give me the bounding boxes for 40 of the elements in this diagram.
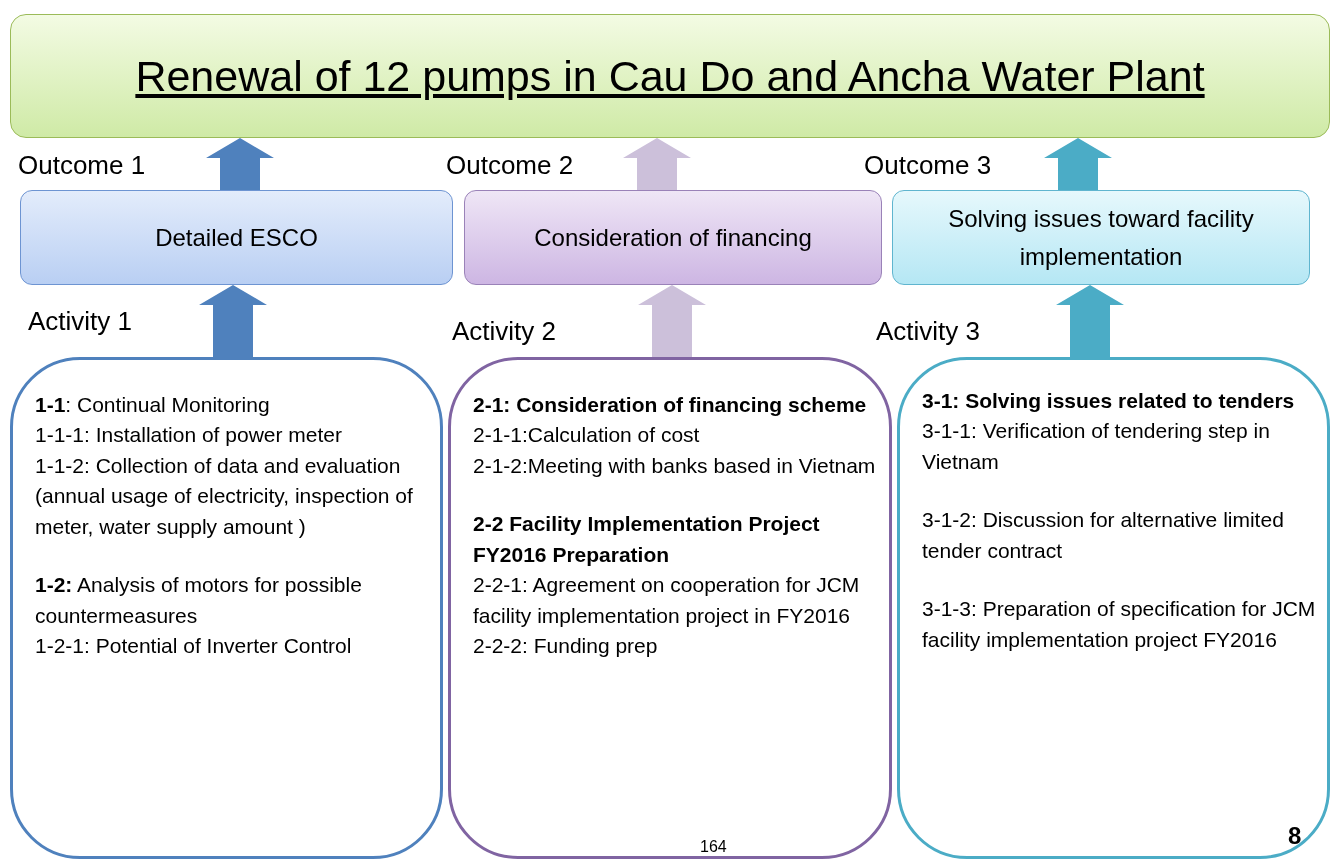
page-number: 164 (700, 838, 727, 856)
stage-label: Outcome 3 (864, 150, 992, 181)
activity-item: 2-1-2:Meeting with banks based in Vietnam (473, 452, 877, 479)
stage-label: Outcome 1 (18, 150, 146, 181)
block-arrow (1056, 285, 1124, 357)
outcome-text: Detailed ESCO (155, 222, 318, 253)
stage-label: Activity 2 (452, 316, 557, 347)
activity-box (10, 357, 443, 859)
activity-box (897, 357, 1330, 859)
activity-item: 2-2-1: Agreement on cooperation for JCM facility implementation project in FY2016 (473, 572, 861, 629)
block-arrow (638, 285, 706, 357)
outcome-text: Solving issues toward facility implementation (947, 204, 1255, 272)
activity-item: 3-1-3: Preparation of specification for JCM facility implementation project FY2016 (922, 596, 1317, 653)
activity-item: 1-2: Analysis of motors for possible countermeasures (35, 572, 363, 629)
activity-item: 1-1-2: Collection of data and evaluation (annual usage of electricity, inspection of meter, water supply amount ) (35, 452, 414, 540)
activity-item: 1-1-1: Installation of power meter (35, 422, 343, 449)
title-banner (10, 14, 1330, 138)
activity-item: 2-2-2: Funding prep (473, 633, 659, 660)
section-heading: 2-2 Facility Implementation Project FY2016 Preparation (473, 511, 821, 568)
activity-item: 1-2-1: Potential of Inverter Control (35, 633, 353, 660)
activity-item: 3-1-2: Discussion for alternative limited tender contract (922, 507, 1285, 564)
stage-label: Activity 1 (28, 306, 133, 337)
activity-item: 2-1-1:Calculation of cost (473, 422, 701, 449)
title-text: Renewal of 12 pumps in Cau Do and Ancha Water Plant (135, 51, 1205, 101)
block-arrow (1044, 138, 1112, 190)
section-heading: 3-1: Solving issues related to tenders (922, 388, 1296, 414)
activity-item: 1-1: Continual Monitoring (35, 392, 271, 418)
outcome-box (20, 190, 453, 285)
stage-label: Outcome 2 (446, 150, 574, 181)
stage-label: Activity 3 (876, 316, 981, 347)
outcome-text: Consideration of financing (534, 222, 812, 253)
outcome-box (464, 190, 882, 285)
activity-box (448, 357, 892, 859)
block-arrow (199, 285, 267, 357)
activity-item: 3-1-1: Verification of tendering step in Vietnam (922, 418, 1271, 475)
block-arrow (623, 138, 691, 190)
slide-number: 8 (1288, 822, 1302, 850)
block-arrow (206, 138, 274, 190)
outcome-box (892, 190, 1310, 285)
section-heading: 2-1: Consideration of financing scheme (473, 392, 868, 418)
